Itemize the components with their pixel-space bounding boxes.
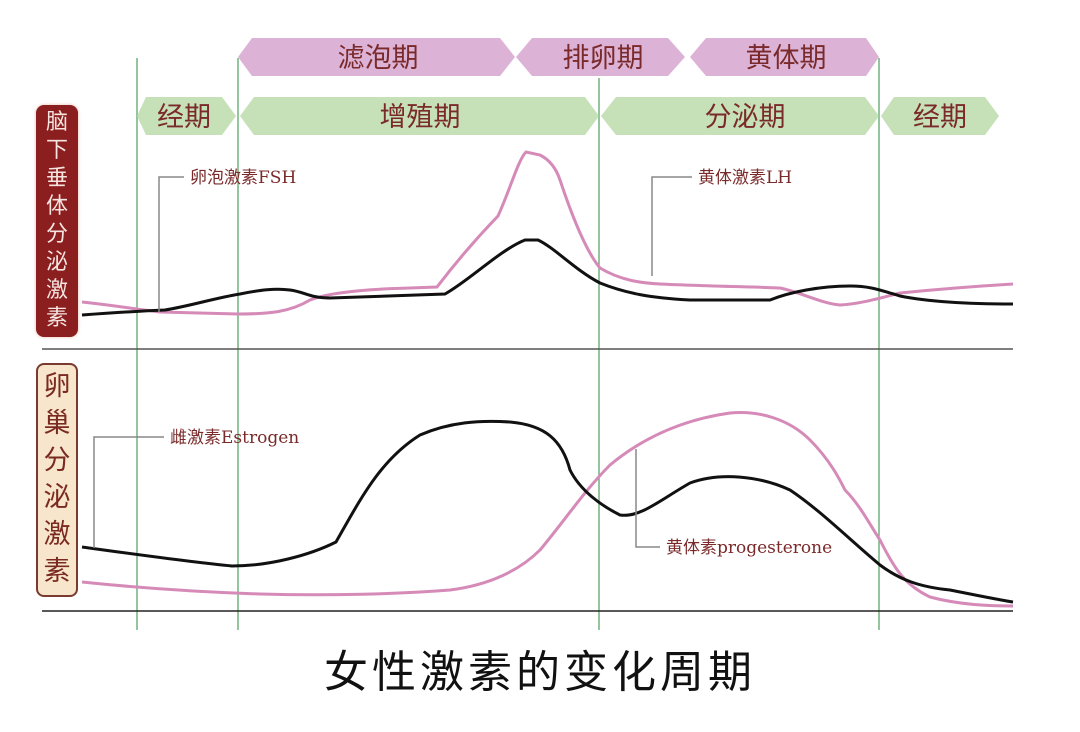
phase-dividers bbox=[136, 58, 880, 630]
progesterone-curve bbox=[81, 410, 1014, 608]
fsh-leader-line bbox=[158, 176, 184, 312]
phase-band-menses-2 bbox=[881, 97, 999, 135]
pituitary-label-char: 分 bbox=[45, 222, 68, 248]
progesterone-label: 黄体素progesterone bbox=[666, 538, 832, 558]
ovarian-label-char: 素 bbox=[43, 556, 71, 588]
phase-band-secretory bbox=[601, 97, 879, 135]
fsh-curve bbox=[81, 238, 1014, 317]
phase-label-ovulation: 排卵期 bbox=[563, 43, 644, 74]
ovarian-label-char: 激 bbox=[43, 519, 71, 551]
pituitary-label-char: 垂 bbox=[45, 166, 68, 192]
phase-label-follicular: 滤泡期 bbox=[338, 43, 419, 74]
uterine-phase-bands bbox=[137, 97, 999, 135]
phase-label-secretory: 分泌期 bbox=[705, 102, 786, 133]
lh-label: 黄体激素LH bbox=[698, 168, 792, 188]
ovarian-label-char: 巢 bbox=[43, 408, 71, 440]
fsh-label: 卵泡激素FSH bbox=[190, 168, 296, 188]
lh-curve bbox=[81, 150, 1014, 316]
phase-label-proliferative: 增殖期 bbox=[380, 102, 461, 133]
ovarian-phase-bands bbox=[238, 38, 879, 76]
diagram-title: 女性激素的变化周期 bbox=[324, 647, 756, 698]
ovarian-label-char: 卵 bbox=[43, 371, 71, 403]
pituitary-label-char: 脑 bbox=[45, 110, 68, 136]
estrogen-label: 雌激素Estrogen bbox=[170, 428, 299, 448]
phase-band-proliferative bbox=[240, 97, 599, 135]
phase-band-ovulation bbox=[516, 38, 685, 76]
lh-leader-line bbox=[651, 176, 692, 276]
phase-label-menses-1: 经期 bbox=[157, 102, 211, 133]
pituitary-label-char: 下 bbox=[45, 138, 68, 164]
ovarian-label-char: 泌 bbox=[43, 482, 71, 514]
ovarian-hormone-label-box: 卵 巢 分 泌 激 素 bbox=[36, 363, 78, 597]
phase-label-menses-2: 经期 bbox=[913, 102, 967, 133]
phase-band-luteal bbox=[690, 38, 879, 76]
pituitary-label-char: 素 bbox=[45, 306, 68, 332]
estrogen-leader-line bbox=[93, 436, 164, 548]
pituitary-label-char: 激 bbox=[45, 278, 68, 304]
phase-band-follicular bbox=[238, 38, 515, 76]
phase-label-luteal: 黄体期 bbox=[746, 43, 827, 74]
estrogen-curve bbox=[81, 419, 1014, 604]
pituitary-label-char: 泌 bbox=[45, 250, 68, 276]
pituitary-hormone-label-box: 脑 下 垂 体 分 泌 激 素 bbox=[36, 105, 78, 337]
ovarian-label-char: 分 bbox=[43, 445, 71, 477]
progesterone-leader-line bbox=[635, 449, 660, 548]
phase-band-menses-1 bbox=[137, 97, 236, 135]
pituitary-label-char: 体 bbox=[45, 194, 68, 220]
